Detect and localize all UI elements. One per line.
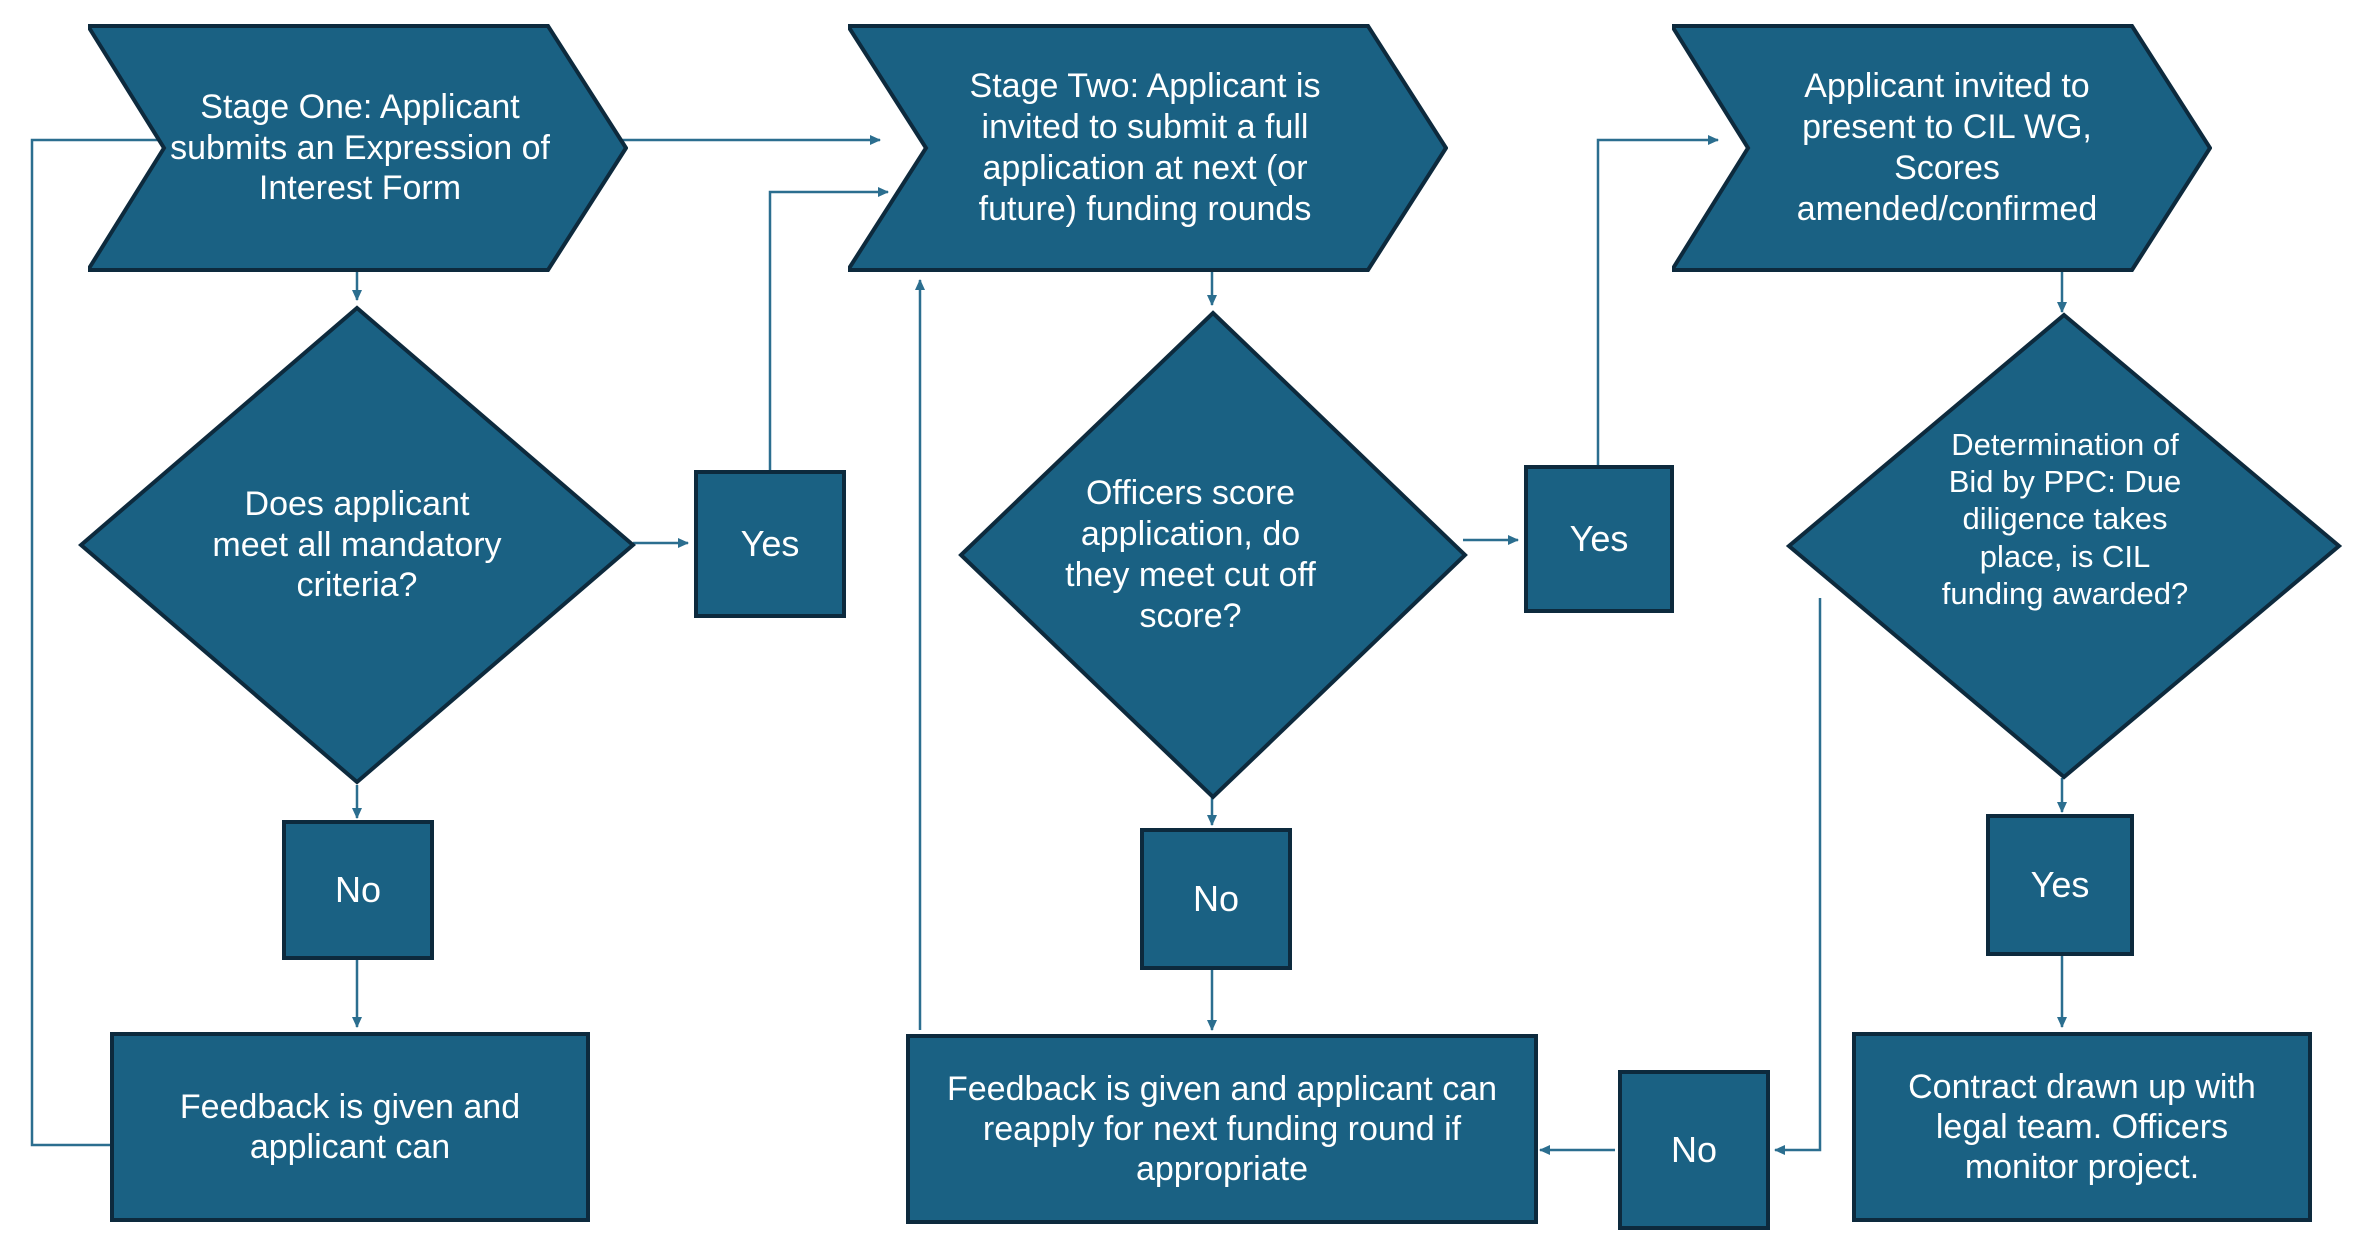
node-yes-two[interactable]: Yes [1524, 465, 1674, 613]
node-decision-three-label: Determination of Bid by PPC: Due diligen… [1941, 427, 2189, 611]
node-yes-two-label: Yes [1569, 517, 1629, 559]
node-yes-one-label: Yes [740, 522, 800, 564]
node-decision-one[interactable]: Does applicant meet all mandatory criter… [78, 305, 636, 785]
node-yes-three[interactable]: Yes [1986, 814, 2134, 956]
node-no-three[interactable]: No [1618, 1070, 1770, 1230]
node-feedback-two[interactable]: Feedback is given and applicant can reap… [906, 1034, 1538, 1224]
node-stage-three-label: Applicant invited to present to CIL WG, … [1796, 67, 2098, 228]
node-stage-two-label: Stage Two: Applicant is invited to submi… [969, 67, 1321, 228]
node-no-three-label: No [1670, 1128, 1718, 1170]
node-yes-three-label: Yes [2030, 863, 2090, 905]
node-feedback-one[interactable]: Feedback is given and applicant can [110, 1032, 590, 1222]
node-decision-three[interactable]: Determination of Bid by PPC: Due diligen… [1786, 312, 2342, 780]
node-no-two-label: No [1192, 877, 1240, 919]
node-stage-two[interactable]: Stage Two: Applicant is invited to submi… [848, 24, 1448, 272]
node-stage-one[interactable]: Stage One: Applicant submits an Expressi… [88, 24, 628, 272]
node-decision-one-label: Does applicant meet all mandatory criter… [212, 484, 502, 605]
node-stage-three[interactable]: Applicant invited to present to CIL WG, … [1672, 24, 2212, 272]
node-stage-one-label: Stage One: Applicant submits an Expressi… [170, 87, 550, 208]
node-no-two[interactable]: No [1140, 828, 1292, 970]
node-no-one-label: No [334, 868, 382, 910]
node-contract-label: Contract drawn up with legal team. Offic… [1908, 1067, 2256, 1187]
node-no-one[interactable]: No [282, 820, 434, 960]
node-yes-one[interactable]: Yes [694, 470, 846, 618]
node-decision-two[interactable]: Officers score application, do they meet… [958, 310, 1468, 800]
node-feedback-one-label: Feedback is given and applicant can [179, 1087, 521, 1166]
node-decision-two-label: Officers score application, do they meet… [1065, 474, 1316, 635]
node-contract[interactable]: Contract drawn up with legal team. Offic… [1852, 1032, 2312, 1222]
node-feedback-two-label: Feedback is given and applicant can reap… [946, 1069, 1498, 1189]
